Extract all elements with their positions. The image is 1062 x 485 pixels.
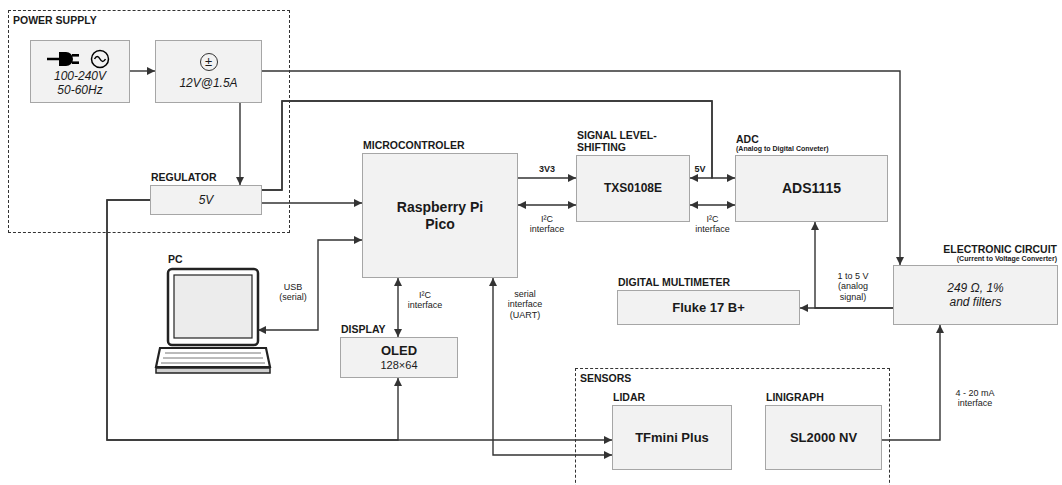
dashed-group: 100-240V 50-60Hz±12V@1.5AREGULATOR5VPOWE… <box>8 10 290 233</box>
connector <box>882 325 940 440</box>
edge-label: I²C interface <box>402 290 449 311</box>
connector <box>239 103 240 185</box>
connector <box>397 278 398 337</box>
block-label: Raspberry Pi Pico <box>393 199 488 233</box>
heading-group: DISPLAY <box>341 323 386 335</box>
connector <box>107 200 398 440</box>
block-label: 100-240V 50-60Hz <box>50 69 110 98</box>
connector <box>518 177 576 178</box>
adc-box: ADC(Analog to Digital Conveter)ADS1115 <box>735 155 888 222</box>
connector <box>815 222 893 308</box>
heading-group: REGULATOR <box>151 171 217 183</box>
edge-label: USB (serial) <box>273 282 313 303</box>
heading-group: LIDAR <box>613 391 645 403</box>
supply-box: ±12V@1.5A <box>155 40 262 103</box>
connector <box>262 202 362 203</box>
connector <box>690 204 735 205</box>
connector-group <box>107 71 940 455</box>
group-heading: POWER SUPPLY <box>13 14 97 26</box>
block-heading: SIGNAL LEVEL-SHIFTING <box>577 129 687 153</box>
sensor-box: LINIGRAPHSL2000 NV <box>765 405 882 470</box>
level-shifter-box: SIGNAL LEVEL-SHIFTINGTXS0108E <box>576 155 690 222</box>
heading-group: ELECTRONIC CIRCUIT(Current to Voltage Co… <box>943 243 1057 263</box>
block-heading: DISPLAY <box>341 323 386 335</box>
heading-group: ADC(Analog to Digital Conveter) <box>736 133 829 153</box>
block-heading: LINIGRAPH <box>766 391 824 403</box>
connector <box>800 307 893 308</box>
heading-group: MICROCONTROLER <box>363 139 465 151</box>
connector <box>258 240 362 330</box>
block-label: 128×64 <box>380 359 417 372</box>
edge-label: serial interface (UART) <box>500 289 550 320</box>
edge-label: 5V <box>693 164 706 174</box>
connector <box>518 204 576 205</box>
block-label: ADS1115 <box>782 180 841 197</box>
block-label: SL2000 NV <box>790 430 857 446</box>
edge-label: I²C interface <box>692 214 734 235</box>
block-heading: MICROCONTROLER <box>363 139 465 151</box>
computer-node: PC <box>168 268 258 345</box>
block-heading: DIGITAL MULTIMETER <box>618 276 730 288</box>
microcontroller-box: MICROCONTROLERRaspberry Pi Pico <box>362 153 518 278</box>
connector <box>107 200 612 440</box>
block-label: 5V <box>199 193 214 207</box>
connector <box>262 71 900 265</box>
mains-plug-icon <box>31 47 129 71</box>
display-box: DISPLAYOLED128×64 <box>340 337 458 378</box>
block-label: OLED <box>381 343 417 359</box>
heading-group: DIGITAL MULTIMETER <box>618 276 730 288</box>
block-heading: (Current to Voltage Converter) <box>943 255 1057 263</box>
multimeter-box: DIGITAL MULTIMETERFluke 17 B+ <box>617 290 800 325</box>
connector <box>493 278 612 455</box>
block-label: ± <box>200 53 218 71</box>
block-label: TFmini Plus <box>635 430 709 446</box>
block-heading: ADC <box>736 133 829 145</box>
circuit-box: ELECTRONIC CIRCUIT(Current to Voltage Co… <box>893 265 1058 325</box>
sensor-box: LIDARTFmini Plus <box>612 405 732 470</box>
heading-group: LINIGRAPH <box>766 391 824 403</box>
block-heading: LIDAR <box>613 391 645 403</box>
block-heading: REGULATOR <box>151 171 217 183</box>
laptop-icon <box>155 268 271 375</box>
edge-label: 3V3 <box>538 164 556 174</box>
edge-label: 1 to 5 V (analog signal) <box>827 271 879 302</box>
block-label: 249 Ω, 1% and filters <box>941 281 1011 310</box>
dashed-group: LIDARTFmini PlusLINIGRAPHSL2000 NVSENSOR… <box>575 368 890 485</box>
block-label: TXS0108E <box>604 181 662 195</box>
regulator-box: REGULATOR5V <box>150 185 262 215</box>
supply-box: 100-240V 50-60Hz <box>30 40 130 103</box>
edge-label: I²C interface <box>524 214 571 235</box>
block-heading: PC <box>168 253 183 265</box>
heading-group: PC <box>168 253 183 265</box>
heading-group: SIGNAL LEVEL-SHIFTING <box>577 129 687 153</box>
edge-label: 4 - 20 mA interface <box>947 388 1004 409</box>
block-label: 12V@1.5A <box>179 76 237 90</box>
block-label: Fluke 17 B+ <box>672 300 745 316</box>
block-heading: (Analog to Digital Conveter) <box>736 145 829 153</box>
group-heading: SENSORS <box>580 372 631 384</box>
connector <box>130 70 155 71</box>
block-heading: ELECTRONIC CIRCUIT <box>943 243 1057 255</box>
